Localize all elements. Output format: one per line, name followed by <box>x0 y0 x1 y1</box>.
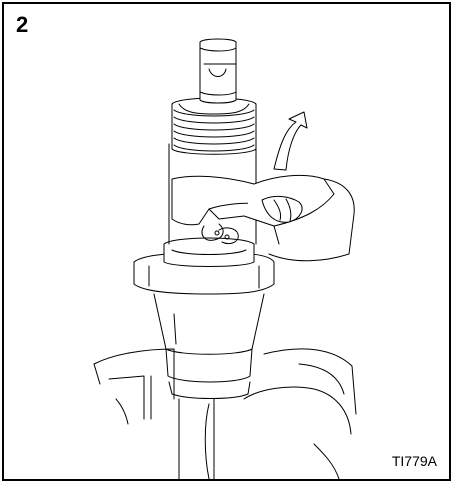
step-number: 2 <box>16 12 29 37</box>
curved-arrow-icon <box>274 112 307 170</box>
valve-stem <box>200 39 236 103</box>
valve-body <box>134 253 274 398</box>
valve-illustration <box>4 4 449 479</box>
wrench-and-hand <box>172 175 354 260</box>
base-housing <box>94 349 356 479</box>
valve-collar <box>164 144 256 267</box>
figure-id: TI779A <box>391 453 437 469</box>
threaded-section <box>172 98 256 154</box>
